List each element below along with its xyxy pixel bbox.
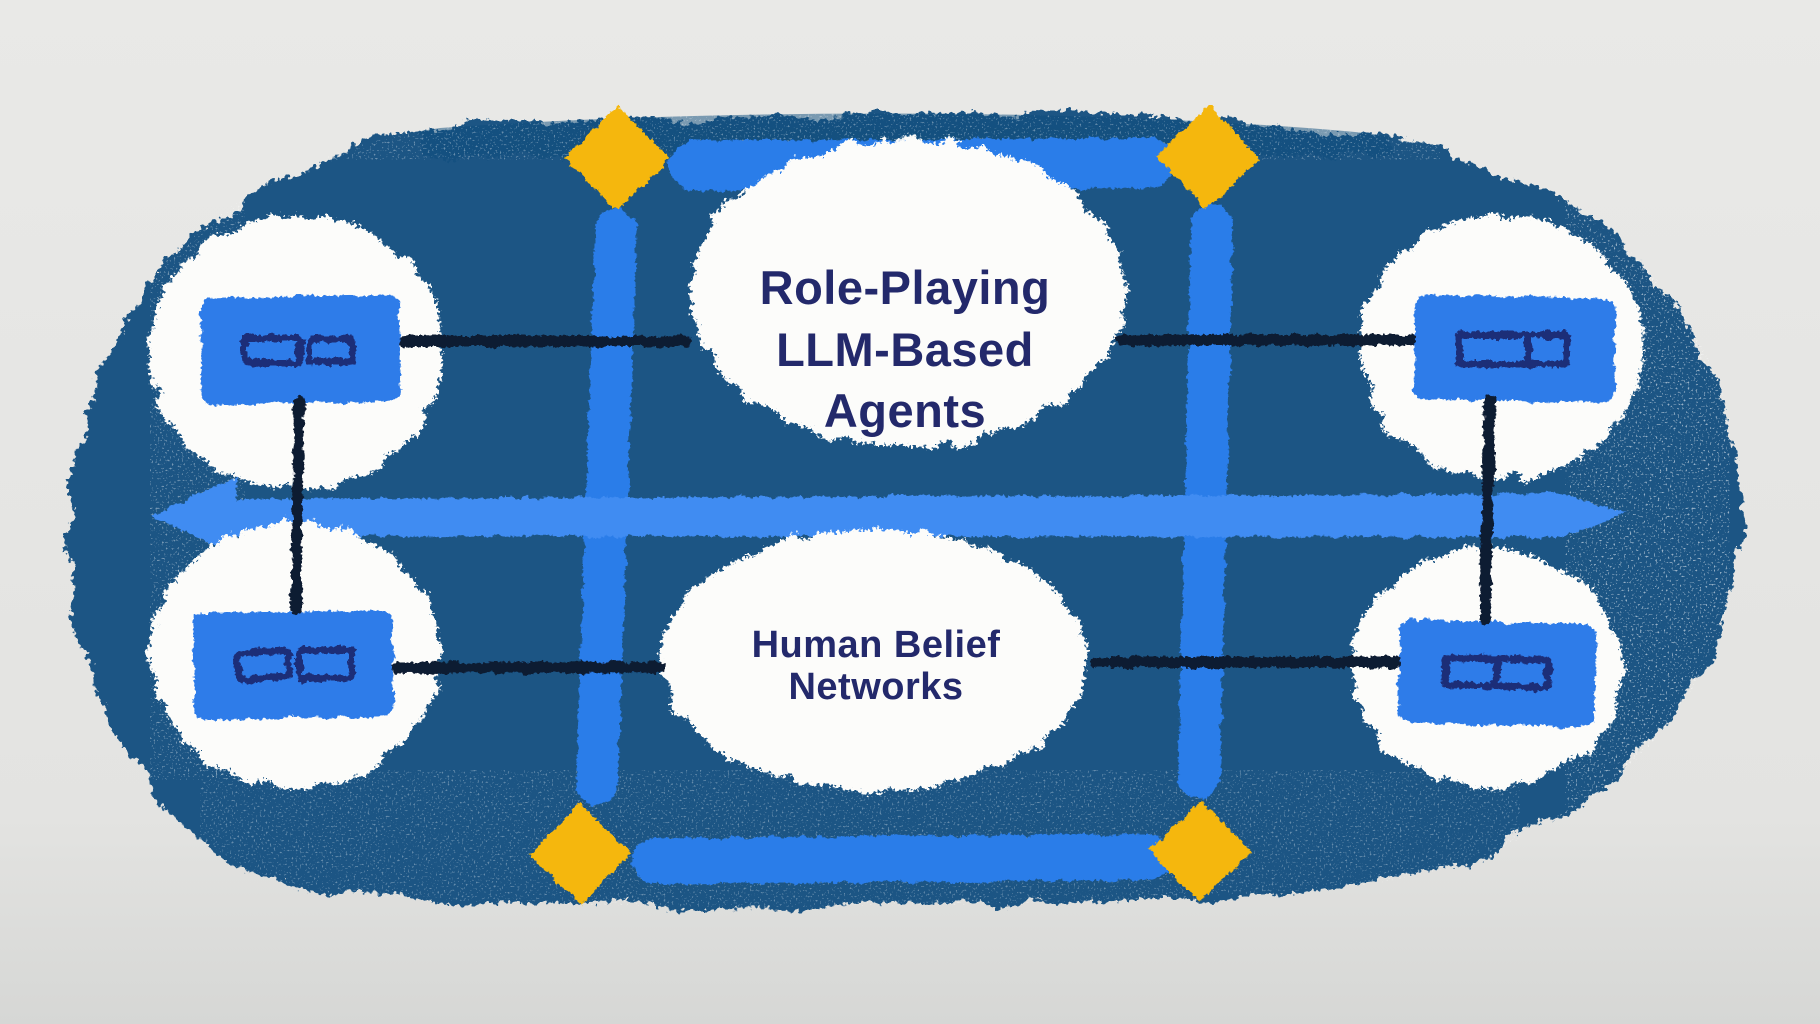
- chip-two-buttons-icon: [233, 646, 356, 683]
- diamond-connector-bottom-right: [1149, 800, 1251, 902]
- diamond-connector-top-right: [1155, 104, 1261, 210]
- connector-right-vertical: [1479, 393, 1496, 625]
- humans-label-line2: Networks: [788, 666, 963, 708]
- grid-bar-bottom: [632, 834, 1171, 884]
- agent-chip-top-right: [1413, 295, 1616, 403]
- agents-label-ellipse: [690, 139, 1124, 447]
- node-chips: [192, 294, 1616, 728]
- diamond-connector-bottom-left: [529, 803, 631, 905]
- connector-bottomleft-to-humans: [392, 661, 666, 674]
- humans-label-ellipse: [661, 530, 1089, 790]
- chip-split-bar-icon: [1455, 331, 1571, 368]
- chip-two-buttons-icon: [240, 334, 356, 367]
- chip-split-bar-icon: [1441, 654, 1552, 691]
- agents-label-line3: Agents: [824, 384, 986, 437]
- connector-left-vertical: [290, 395, 305, 615]
- humans-label-line1: Human Belief: [752, 624, 1001, 666]
- connector-lines: [290, 334, 1496, 674]
- agent-chip-bottom-left: [192, 610, 394, 720]
- agents-label-line2: LLM-Based: [776, 323, 1034, 376]
- left-arrow-icon: [152, 476, 1628, 556]
- agents-label-line1: Role-Playing: [760, 261, 1051, 314]
